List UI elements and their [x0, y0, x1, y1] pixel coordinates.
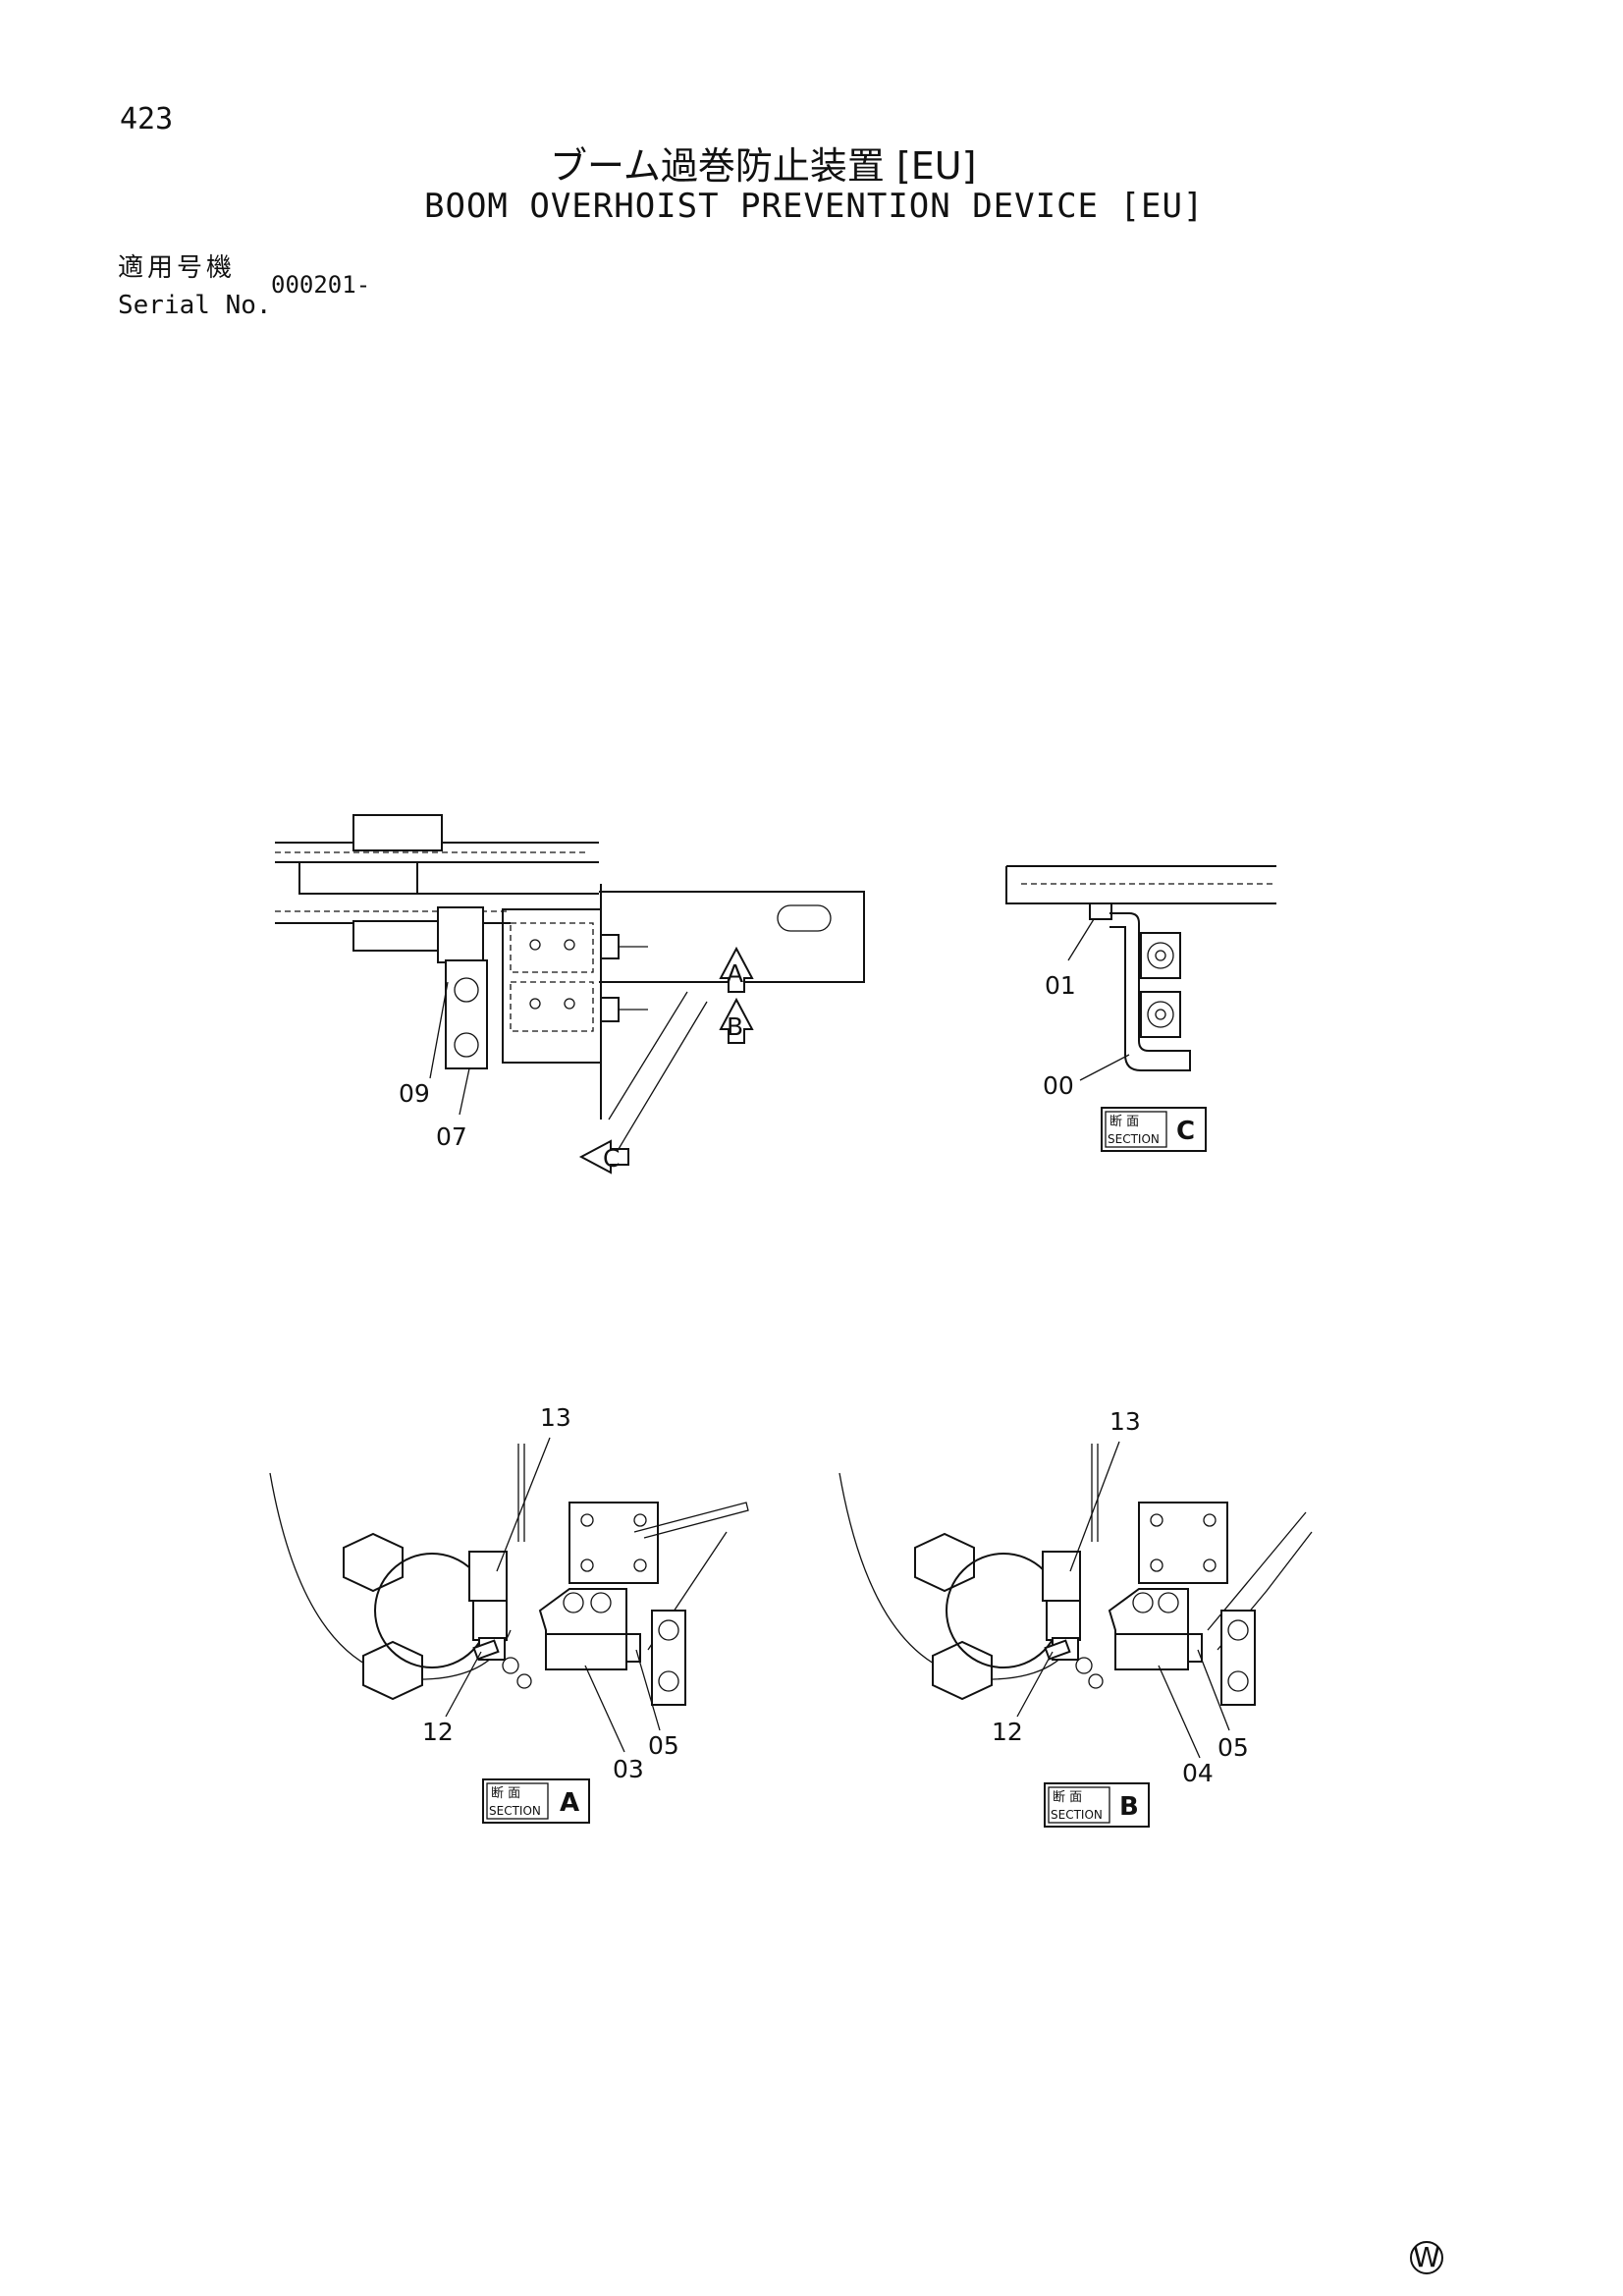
- section-a-part-label-12: 12: [422, 1718, 454, 1746]
- title-english: BOOM OVERHOIST PREVENTION DEVICE [EU]: [424, 187, 1205, 226]
- section-b-part-label-12: 12: [992, 1718, 1023, 1746]
- section-a-tag-en: SECTION: [489, 1804, 541, 1818]
- section-a-part-label-03: 03: [613, 1755, 644, 1783]
- section-b-tag-en: SECTION: [1051, 1808, 1103, 1822]
- section-b-part-label-13: 13: [1109, 1407, 1141, 1436]
- part-label-09: 09: [399, 1079, 430, 1108]
- section-a-view: 13 12 03 05 断 面 SECTION A: [269, 1403, 749, 1824]
- serial-number-value: 000201-: [271, 271, 371, 299]
- section-a-tag: 断 面 SECTION A: [482, 1778, 590, 1824]
- section-b-tag-letter: B: [1119, 1792, 1139, 1822]
- arrow-a-label: A: [727, 959, 743, 988]
- section-b-tag: 断 面 SECTION B: [1044, 1782, 1150, 1828]
- section-a-part-label-13: 13: [540, 1403, 571, 1432]
- part-label-07: 07: [436, 1122, 467, 1151]
- section-b-part-label-05: 05: [1217, 1733, 1249, 1762]
- main-view: A B C 09 07: [275, 814, 865, 1175]
- part-label-00: 00: [1043, 1071, 1074, 1100]
- section-c-tag: 断 面 SECTION C: [1101, 1107, 1207, 1152]
- section-c-view: 01 00 断 面 SECTION C: [1005, 865, 1276, 1152]
- part-label-01: 01: [1045, 971, 1076, 1000]
- section-a-part-label-05: 05: [648, 1731, 679, 1760]
- page-number: 423: [120, 102, 174, 137]
- section-c-tag-letter: C: [1176, 1117, 1195, 1146]
- section-c-tag-jp: 断 面: [1109, 1115, 1139, 1129]
- section-c-tag-en: SECTION: [1108, 1132, 1160, 1146]
- footer-circled-mark: W: [1410, 2241, 1443, 2274]
- section-b-tag-jp: 断 面: [1053, 1790, 1082, 1805]
- arrow-b-label: B: [727, 1012, 743, 1041]
- serial-label-english: Serial No.: [118, 291, 272, 320]
- section-b-part-label-04: 04: [1182, 1759, 1214, 1787]
- title-japanese: ブーム過巻防止装置 [EU]: [550, 144, 977, 188]
- serial-label-japanese: 適用号機: [118, 253, 237, 283]
- section-b-view: 13 12 04 05 断 面 SECTION B: [839, 1407, 1313, 1828]
- arrow-c-label: C: [603, 1144, 620, 1173]
- section-a-tag-letter: A: [560, 1788, 579, 1818]
- section-a-tag-jp: 断 面: [491, 1786, 520, 1801]
